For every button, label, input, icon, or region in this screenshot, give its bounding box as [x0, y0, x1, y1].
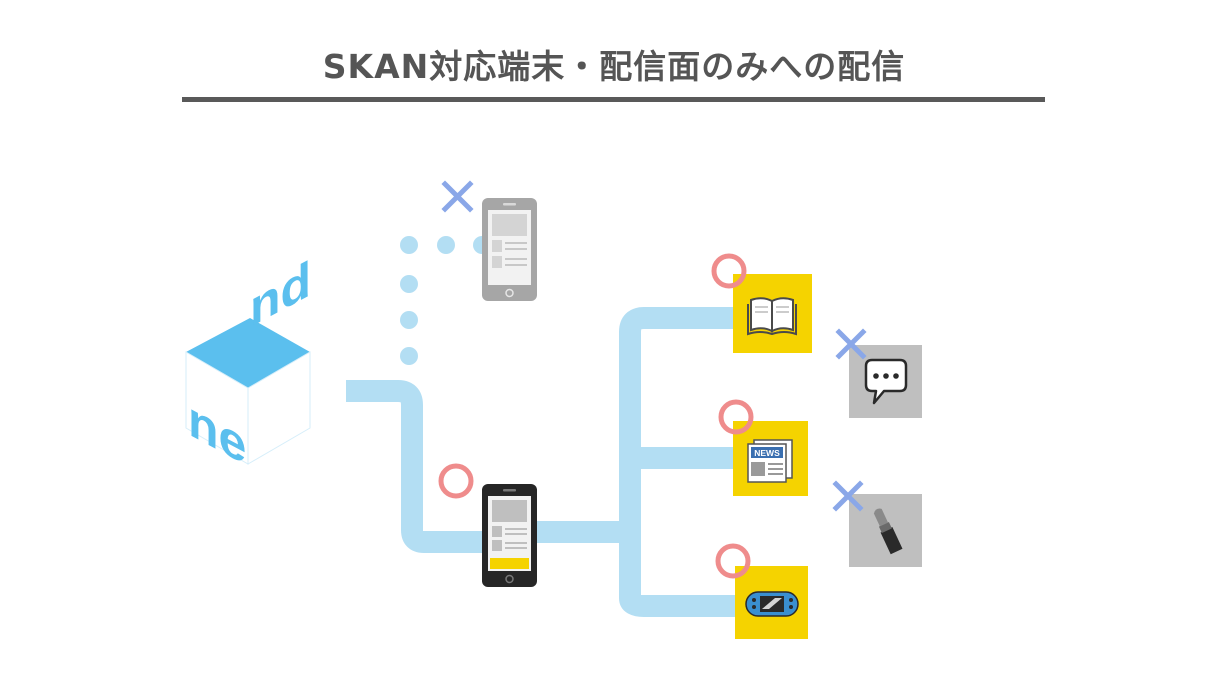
ok-mark-news [718, 399, 754, 435]
ok-mark-game [715, 543, 751, 579]
delivery-route-line [346, 307, 747, 617]
newspaper-icon: NEWS [747, 439, 793, 483]
ng-mark-chat [835, 328, 867, 360]
title-underline [182, 97, 1045, 102]
book-icon [747, 297, 797, 336]
non-skan-device [482, 198, 537, 301]
news-label: NEWS [754, 448, 780, 458]
ng-mark-device [441, 180, 474, 213]
media-game [735, 566, 808, 639]
ng-mark-cosmetics [832, 480, 864, 512]
media-news: NEWS [733, 421, 808, 496]
ok-mark-book [711, 253, 747, 289]
nend-logo: ne nd [185, 251, 311, 476]
media-book [733, 274, 812, 353]
logo-text-nd: nd [250, 251, 311, 339]
excluded-route-dots [400, 236, 491, 365]
page-title: SKAN対応端末・配信面のみへの配信 [322, 47, 906, 86]
ok-mark-device [438, 463, 474, 499]
lipstick-icon [873, 508, 903, 555]
skan-device [482, 484, 537, 587]
handheld-game-icon [745, 591, 799, 617]
speech-bubble-icon [864, 358, 908, 405]
